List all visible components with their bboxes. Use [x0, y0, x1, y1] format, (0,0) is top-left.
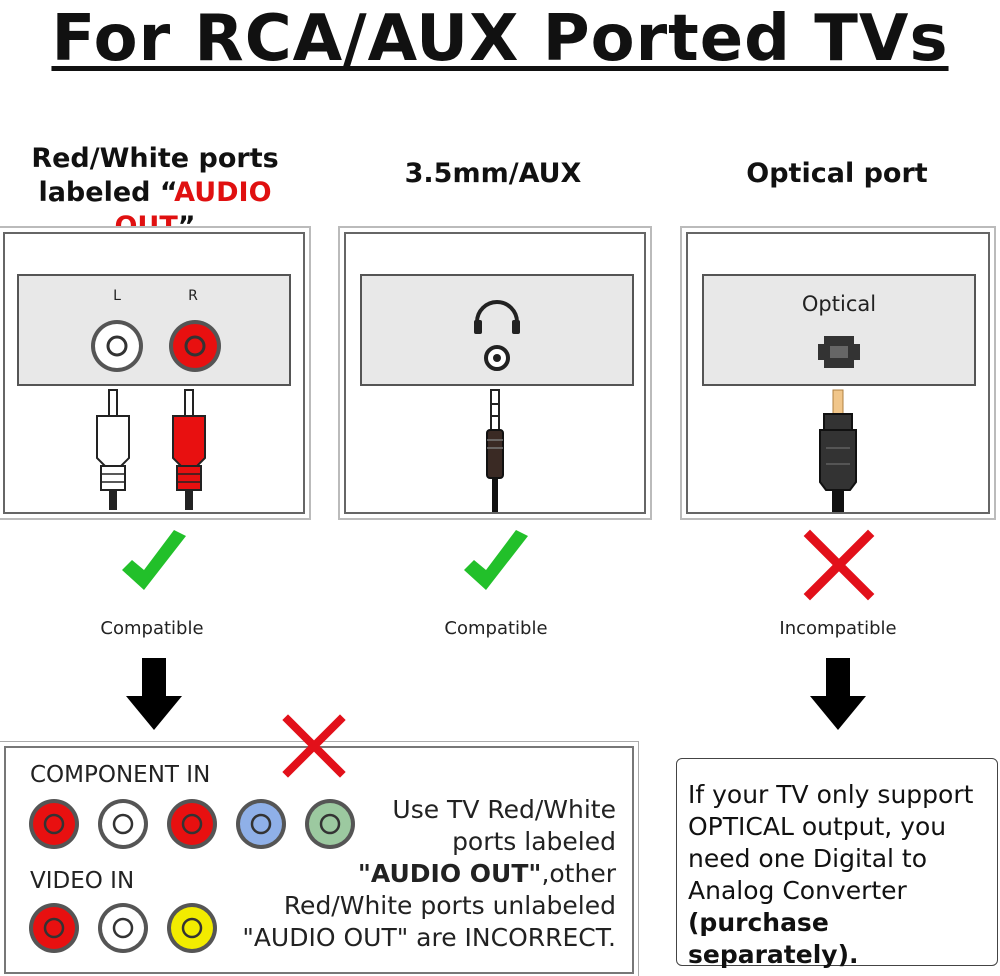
rca-panel: L R	[3, 232, 305, 514]
incorrect-ports-note: Use TV Red/White ports labeled "AUDIO OU…	[242, 795, 616, 952]
column-heading-rca: Red/White ports labeled “AUDIO OUT”	[0, 142, 310, 244]
optical-port-plate: Optical	[702, 274, 976, 386]
rca-jack	[29, 799, 79, 849]
video-jacks	[29, 903, 217, 953]
optical-port-icon	[818, 336, 860, 368]
rca-jack	[167, 799, 217, 849]
rca-plugs	[96, 389, 206, 510]
check-icon	[464, 530, 528, 590]
optical-panel: Optical	[686, 232, 990, 514]
converter-note-text: If your TV only support OPTICAL output, …	[688, 780, 974, 969]
heading-line1: Red/White ports	[31, 143, 279, 174]
rca-jack	[236, 799, 286, 849]
rca-port-plate: L R	[17, 274, 291, 386]
rca-jack	[98, 903, 148, 953]
optical-label: Optical	[801, 292, 877, 316]
column-heading-optical: Optical port	[746, 158, 928, 189]
status-compatible-aux: Compatible	[444, 618, 548, 639]
aux-port-plate	[360, 274, 634, 386]
status-incompatible-optical: Incompatible	[779, 618, 897, 639]
rca-jack	[167, 903, 217, 953]
rca-jack	[305, 799, 355, 849]
component-in-label: COMPONENT IN	[30, 762, 211, 788]
white-rca-plug	[96, 389, 130, 510]
rca-jack	[98, 799, 148, 849]
page-title: For RCA/AUX Ported TVs	[51, 2, 949, 76]
rca-jack	[29, 903, 79, 953]
down-arrow-icon	[810, 658, 866, 730]
red-rca-plug	[172, 389, 206, 510]
column-heading-aux: 3.5mm/AUX	[404, 158, 582, 189]
port-label-left: L	[113, 288, 121, 304]
video-in-label: VIDEO IN	[30, 868, 135, 894]
rca-jacks	[91, 320, 221, 372]
port-label-right: R	[188, 288, 198, 304]
red-jack	[169, 320, 221, 372]
tv-ports-example-box: COMPONENT IN VIDEO IN Use TV Red/White p…	[4, 746, 634, 974]
status-compatible-rca: Compatible	[100, 618, 204, 639]
component-jacks	[29, 799, 355, 849]
aux-panel	[344, 232, 646, 514]
converter-note-box: If your TV only support OPTICAL output, …	[676, 758, 998, 969]
white-jack	[91, 320, 143, 372]
cross-icon	[803, 529, 875, 601]
cross-icon	[282, 714, 346, 778]
headphone-icon	[474, 300, 520, 371]
check-icon	[122, 530, 186, 590]
optical-plug	[819, 389, 857, 512]
aux-plug	[486, 389, 504, 512]
down-arrow-icon	[126, 658, 182, 730]
